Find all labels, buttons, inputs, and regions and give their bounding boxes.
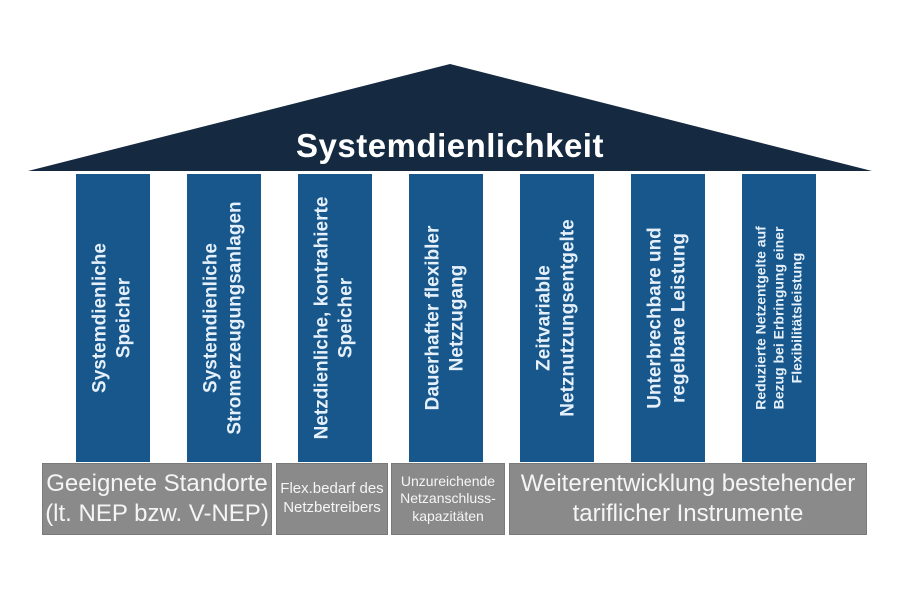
base-box-1-label: Geeignete Standorte (lt. NEP bzw. V-NEP) — [45, 470, 269, 527]
pillar-6-label: Unterbrechbare und regelbare Leistung — [644, 227, 690, 409]
pillar-2-label: Systemdienliche Stromerzeugungsanlagen — [200, 201, 246, 435]
pillar-netzdienliche-speicher: Netzdienliche, kontrahierte Speicher — [298, 174, 372, 462]
base-box-netzanschluss: Unzureichende Netzanschluss- kapazitäten — [391, 463, 505, 535]
pillar-stromerzeugungsanlagen: Systemdienliche Stromerzeugungsanlagen — [187, 174, 261, 462]
pillar-systemdienliche-speicher: Systemdienliche Speicher — [76, 174, 150, 462]
base-box-2-label: Flex.bedarf des Netzbetreibers — [280, 480, 384, 516]
pillar-1-label: Systemdienliche Speicher — [89, 243, 135, 393]
pillar-5-label: Zeitvariable Netznutzungsentgelte — [533, 219, 579, 417]
pillar-4-label: Dauerhafter flexibler Netzzugang — [422, 225, 468, 411]
roof-title: Systemdienlichkeit — [296, 127, 604, 164]
roof — [28, 64, 872, 171]
pillar-zeitvariable-entgelte: Zeitvariable Netznutzungsentgelte — [520, 174, 594, 462]
pillar-reduzierte-netzentgelte: Reduzierte Netzentgelte auf Bezug bei Er… — [742, 174, 816, 462]
base-box-standorte: Geeignete Standorte (lt. NEP bzw. V-NEP) — [42, 463, 272, 535]
pillar-flexibler-netzzugang: Dauerhafter flexibler Netzzugang — [409, 174, 483, 462]
base-box-3-label: Unzureichende Netzanschluss- kapazitäten — [400, 472, 496, 524]
roof-shape — [28, 64, 872, 171]
base-box-tarifliche-instrumente: Weiterentwicklung bestehender tarifliche… — [509, 463, 867, 535]
pillar-7-label: Reduzierte Netzentgelte auf Bezug bei Er… — [752, 226, 806, 410]
base-box-4-label: Weiterentwicklung bestehender tarifliche… — [520, 470, 856, 527]
pillar-unterbrechbare-leistung: Unterbrechbare und regelbare Leistung — [631, 174, 705, 462]
pillar-3-label: Netzdienliche, kontrahierte Speicher — [311, 196, 357, 440]
base-box-flexbedarf: Flex.bedarf des Netzbetreibers — [276, 463, 388, 535]
